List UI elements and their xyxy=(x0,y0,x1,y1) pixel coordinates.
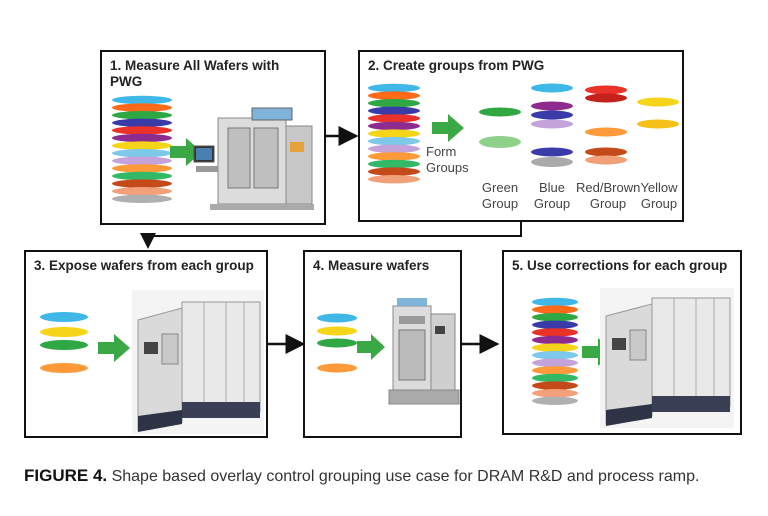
green-arrow-4 xyxy=(357,334,385,360)
stack-wafer xyxy=(112,118,172,128)
stack-wafer xyxy=(112,179,172,188)
group-wafers xyxy=(479,83,679,167)
step-4-box: 4. Measure wafers xyxy=(303,250,462,438)
red-brown-group-line1: Red/Brown xyxy=(576,180,641,195)
stack-wafer xyxy=(532,320,578,329)
yellow-group-label: Yellow Group xyxy=(636,180,682,212)
form-groups-line1: Form xyxy=(426,144,457,159)
figure-caption: FIGURE 4. Shape based overlay control gr… xyxy=(24,465,754,488)
step-5-box: 5. Use corrections for each group xyxy=(502,250,742,435)
stack-wafer xyxy=(368,129,420,138)
metrology-tool-image-4 xyxy=(388,298,460,405)
stack-wafer xyxy=(532,297,578,307)
scanner-tool-image-5 xyxy=(600,288,734,428)
stack-wafer xyxy=(368,91,420,100)
stack-wafer xyxy=(532,381,578,390)
stack-wafer xyxy=(112,126,172,135)
wafer-stack-5 xyxy=(532,297,578,405)
figure-caption-text: Shape based overlay control grouping use… xyxy=(107,468,700,485)
group-wafers-4 xyxy=(317,313,357,373)
form-groups-line2: Groups xyxy=(426,160,469,175)
step-2-title: 2. Create groups from PWG xyxy=(368,58,545,73)
green-group-line2: Group xyxy=(481,196,519,211)
stack-wafer xyxy=(532,373,578,383)
group-wafers-3 xyxy=(40,312,88,373)
step-1-title-line2: PWG xyxy=(110,74,143,89)
step-1-title: 1. Measure All Wafers with PWG xyxy=(110,58,279,90)
blue-group-line2: Group xyxy=(533,196,571,211)
stack-wafer xyxy=(368,121,420,131)
green-arrow-2 xyxy=(432,114,464,142)
green-arrow-3 xyxy=(98,334,130,362)
stack-wafer xyxy=(368,83,420,93)
step-5-title: 5. Use corrections for each group xyxy=(512,258,728,273)
stack-wafer xyxy=(532,358,578,367)
stack-wafer xyxy=(112,164,172,173)
stack-wafer xyxy=(368,99,420,108)
step-4-title: 4. Measure wafers xyxy=(313,258,430,273)
stack-wafer xyxy=(532,343,578,352)
stack-wafer xyxy=(368,114,420,123)
blue-group-label: Blue Group xyxy=(532,180,572,212)
stack-wafer xyxy=(532,313,578,322)
stack-wafer xyxy=(368,106,420,115)
yellow-group-line2: Group xyxy=(640,196,678,211)
stack-wafer xyxy=(112,149,172,158)
metrology-tool-image xyxy=(193,107,314,210)
red-brown-group-line2: Group xyxy=(589,196,627,211)
stack-wafer xyxy=(112,156,172,165)
stack-wafer xyxy=(532,366,578,375)
stack-wafer xyxy=(532,396,578,405)
form-groups-label: Form Groups xyxy=(426,144,469,176)
stack-wafer xyxy=(112,141,172,150)
figure-label: FIGURE 4. xyxy=(24,466,108,485)
blue-group-line1: Blue xyxy=(538,180,566,195)
stack-wafer xyxy=(368,167,420,176)
stack-wafer xyxy=(368,137,420,146)
stack-wafer xyxy=(368,152,420,161)
wafer-stack-2 xyxy=(368,83,420,184)
stack-wafer xyxy=(112,171,172,181)
step-3-title: 3. Expose wafers from each group xyxy=(34,258,254,273)
stack-wafer xyxy=(112,133,172,143)
stack-wafer xyxy=(532,335,578,345)
green-group-line1: Green xyxy=(481,180,519,195)
stack-wafer xyxy=(368,159,420,169)
red-brown-group-label: Red/Brown Group xyxy=(576,180,640,212)
wafer-stack-1 xyxy=(112,95,172,203)
stack-wafer xyxy=(112,103,172,112)
stack-wafer xyxy=(532,351,578,360)
stack-wafer xyxy=(532,305,578,314)
stack-wafer xyxy=(532,389,578,398)
step-1-title-line1: 1. Measure All Wafers with xyxy=(110,58,280,73)
stack-wafer xyxy=(368,144,420,153)
stack-wafer xyxy=(532,328,578,337)
stack-wafer xyxy=(368,175,420,184)
step-3-box: 3. Expose wafers from each group xyxy=(24,250,268,438)
step-2-box: 2. Create groups from PWG Form Groups Gr… xyxy=(358,50,684,222)
stack-wafer xyxy=(112,111,172,120)
yellow-group-line1: Yellow xyxy=(640,180,678,195)
stack-wafer xyxy=(112,95,172,105)
stack-wafer xyxy=(112,194,172,203)
scanner-tool-image-3 xyxy=(132,290,264,434)
stack-wafer xyxy=(112,187,172,196)
green-group-label: Green Group xyxy=(478,180,522,212)
step-1-box: 1. Measure All Wafers with PWG xyxy=(100,50,326,225)
